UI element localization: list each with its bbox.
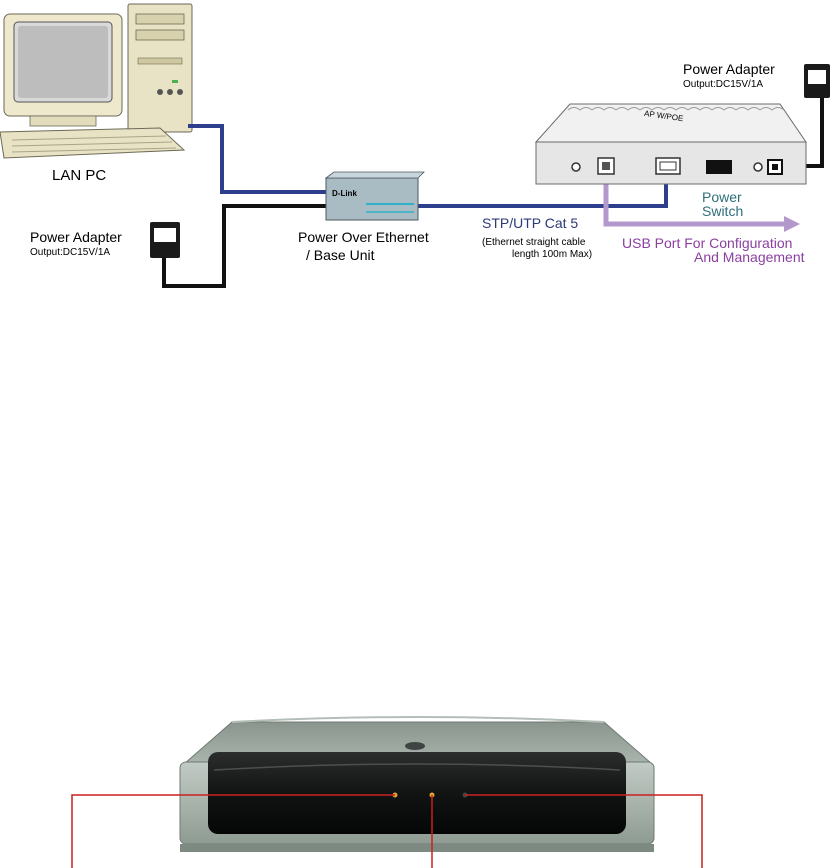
power-adapter-right-title: Power Adapter	[683, 61, 775, 77]
ethernet-cable-pc	[188, 124, 326, 194]
poe-label-line1: Power Over Ethernet	[298, 229, 429, 245]
callout-line-left	[71, 794, 395, 868]
power-switch-line1: Power	[702, 189, 742, 205]
poe-logo: D-Link	[332, 189, 357, 198]
callout-line-right	[465, 794, 703, 868]
cable-title: STP/UTP Cat 5	[482, 215, 578, 231]
usb-port-line1: USB Port For Configuration	[622, 235, 792, 251]
usb-arrow-head	[784, 216, 800, 232]
usb-port-line2: And Management	[694, 249, 805, 265]
access-point-photo	[179, 716, 655, 852]
lan-pc-label: LAN PC	[52, 167, 106, 184]
poe-base-unit	[324, 171, 425, 221]
power-adapter-left-icon	[150, 222, 180, 258]
power-cable-left	[162, 204, 326, 288]
cable-note-line1: (Ethernet straight cable	[482, 237, 586, 248]
power-adapter-left-output: Output:DC15V/1A	[30, 247, 110, 258]
usb-arrow-line	[603, 168, 786, 227]
cable-note-line2: length 100m Max)	[512, 249, 592, 260]
power-switch-line2: Switch	[702, 203, 743, 219]
power-adapter-right-icon	[804, 64, 830, 98]
power-adapter-left-title: Power Adapter	[30, 229, 122, 245]
poe-label-line2: / Base Unit	[306, 247, 375, 263]
lan-pc-illustration	[0, 3, 193, 159]
power-adapter-right-output: Output:DC15V/1A	[683, 79, 763, 90]
access-point-device	[534, 103, 807, 185]
